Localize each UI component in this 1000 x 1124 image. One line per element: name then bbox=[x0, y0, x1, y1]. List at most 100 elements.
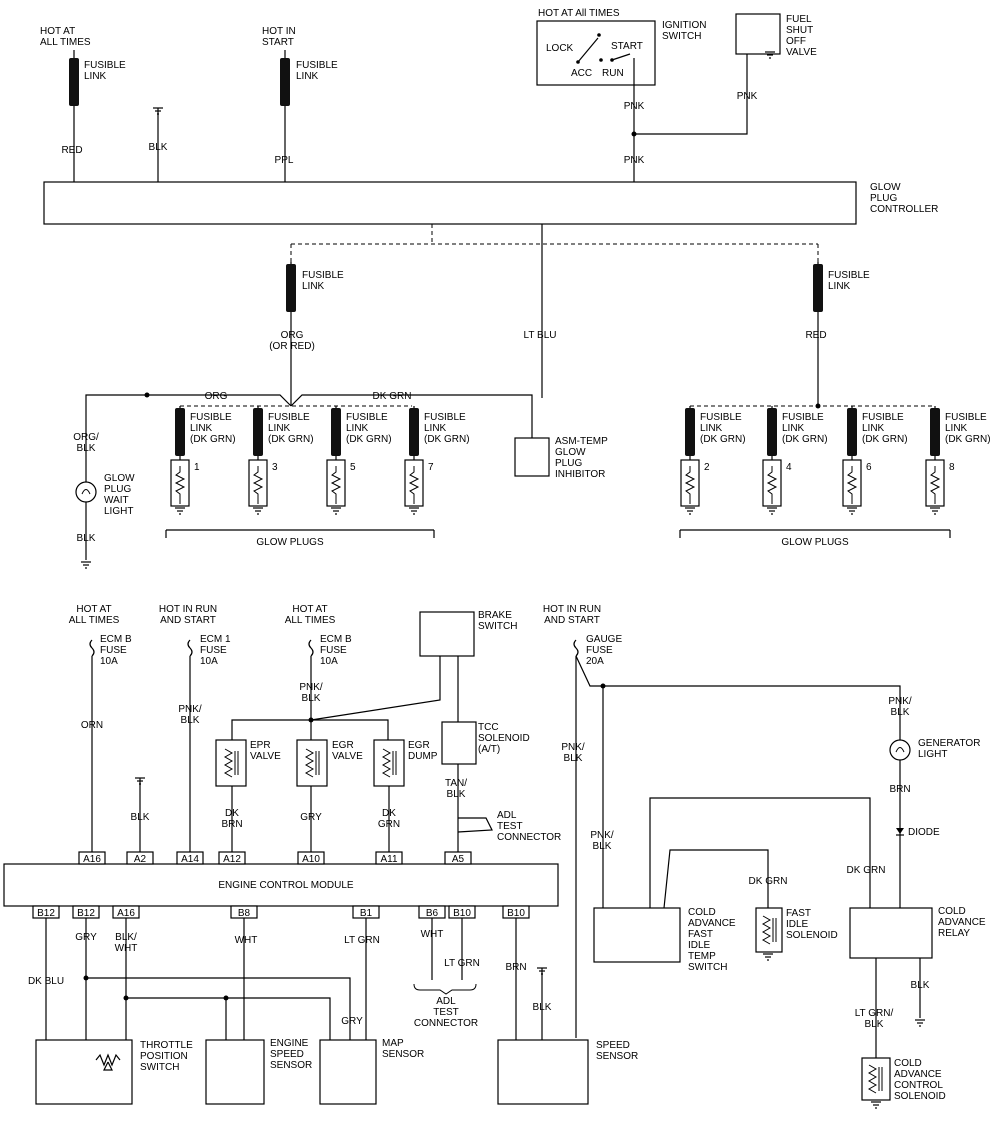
wire-wht-2: WHT bbox=[421, 929, 444, 940]
ecm-top-pin-label: A10 bbox=[302, 854, 320, 865]
wire-dk-blu: DK BLU bbox=[28, 976, 64, 987]
wire-dk-grn-fast: DK GRN bbox=[749, 876, 788, 887]
glow-plugs-caption-right: GLOW PLUGS bbox=[781, 537, 849, 548]
ecm-top-pin-5 bbox=[375, 851, 403, 865]
ignition-lock-label: LOCK bbox=[546, 43, 574, 54]
wire-pnk-3: PNK bbox=[737, 91, 758, 102]
ecm-bottom-pin-label: B12 bbox=[37, 908, 55, 919]
wire-blk-5: BLK bbox=[911, 980, 930, 991]
ecm-bottom-pin-label: B8 bbox=[238, 908, 251, 919]
ecm-top-pin-label: A5 bbox=[452, 854, 465, 865]
wire-brn-2: BRN bbox=[889, 784, 910, 795]
wire-pnk-blk-gen: PNK/BLK bbox=[888, 696, 912, 718]
ecm-bottom-pin-label: B6 bbox=[426, 908, 439, 919]
wire-orn: ORN bbox=[81, 720, 103, 731]
wire-pnk-1: PNK bbox=[624, 101, 645, 112]
wire-lt-blu: LT BLU bbox=[524, 330, 557, 341]
glow-plug-number: 6 bbox=[866, 462, 872, 473]
glow-plug-number: 1 bbox=[194, 462, 200, 473]
wire-gry-1: GRY bbox=[300, 812, 322, 823]
ecm-top-pin-6 bbox=[444, 851, 472, 865]
ecm-bottom-pin-label: B10 bbox=[507, 908, 525, 919]
ignition-header: HOT AT All TIMES bbox=[538, 8, 620, 19]
ignition-acc-label: ACC bbox=[571, 68, 592, 79]
ecm-bottom-pin-label: A16 bbox=[117, 908, 135, 919]
glow-plug-number: 2 bbox=[704, 462, 710, 473]
glow-plug-number: 7 bbox=[428, 462, 434, 473]
ignition-start-label: START bbox=[611, 41, 643, 52]
wire-gry-2: GRY bbox=[75, 932, 97, 943]
wire-blk-1: BLK bbox=[149, 142, 168, 153]
ecm-top-pin-0 bbox=[78, 851, 106, 865]
ecm-bottom-pin-label: B10 bbox=[453, 908, 471, 919]
left-plugs: GLOW PLUGS bbox=[165, 529, 435, 548]
wire-wht-1: WHT bbox=[235, 935, 258, 946]
wire-red-2: RED bbox=[805, 330, 826, 341]
wire-lt-grn-2: LT GRN bbox=[444, 958, 480, 969]
glow-plugs-caption-left: GLOW PLUGS bbox=[256, 537, 324, 548]
wire-dk-grn-relay: DK GRN bbox=[847, 865, 886, 876]
wire-lt-grn-1: LT GRN bbox=[344, 935, 380, 946]
glow-plug-number: 3 bbox=[272, 462, 278, 473]
ecm-top-pin-label: A14 bbox=[181, 854, 199, 865]
wire-pnk-blk-2: PNK/BLK bbox=[299, 682, 323, 704]
ecm-label: ENGINE CONTROL MODULE bbox=[218, 880, 354, 891]
controller-outputs: LT BLU bbox=[290, 224, 819, 398]
wire-blk-3: BLK bbox=[131, 812, 150, 823]
wire-org: ORG bbox=[205, 391, 228, 402]
wire-org-blk: ORG/BLK bbox=[73, 432, 99, 454]
ignition-run-label: RUN bbox=[602, 68, 624, 79]
ecm-top-pin-label: A2 bbox=[134, 854, 147, 865]
ecm-top-pin-label: A12 bbox=[223, 854, 241, 865]
ecm-lower-wiring: DK BLU GRY BLK/WHT WHT LT GRN GRY WHT LT… bbox=[28, 918, 552, 1085]
wire-brn-1: BRN bbox=[505, 962, 526, 973]
ecm-bottom-pin-label: B12 bbox=[77, 908, 95, 919]
wire-lt-grn-blk: LT GRN/BLK bbox=[855, 1008, 894, 1030]
ecm-top-pin-4 bbox=[297, 851, 325, 865]
wire-pnk-blk-3: PNK/BLK bbox=[561, 742, 585, 764]
